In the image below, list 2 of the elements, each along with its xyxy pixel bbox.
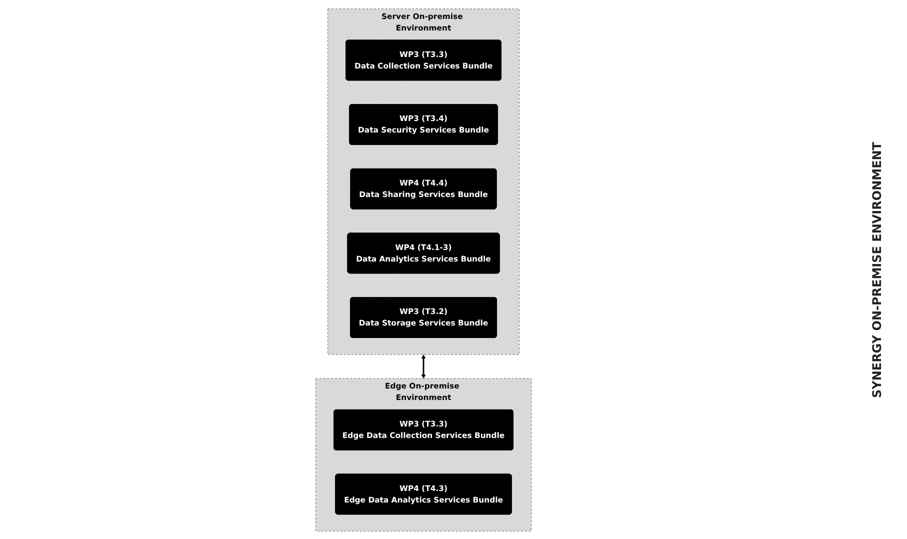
arrow xyxy=(421,354,426,378)
side-label: SYNERGY ON-PREMISE ENVIRONMENT xyxy=(870,142,884,398)
